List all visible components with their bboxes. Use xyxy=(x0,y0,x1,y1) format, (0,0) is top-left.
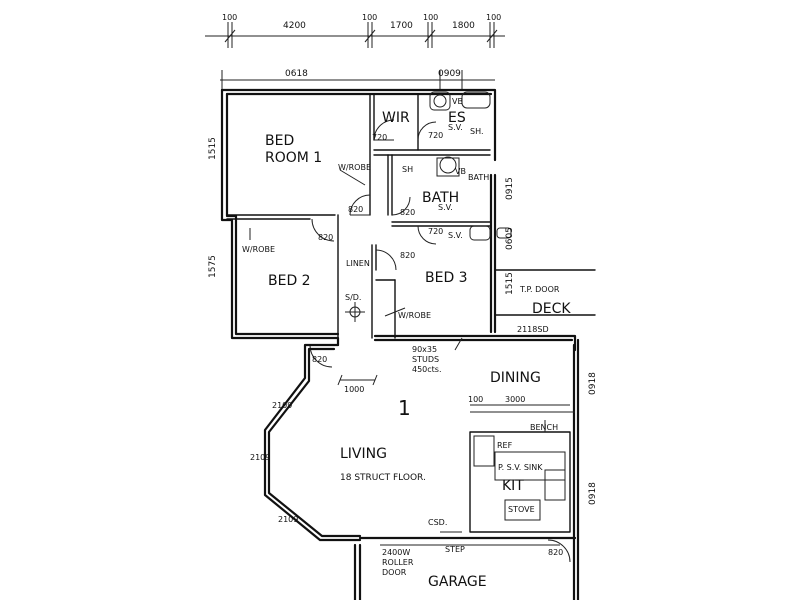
label-studs-3: 450cts. xyxy=(412,365,442,374)
door-label-820-garage: 820 xyxy=(548,548,563,557)
room-label-living: LIVING xyxy=(340,446,387,462)
label-bath-right: BATH xyxy=(468,173,489,182)
side-dim-bed1: 1515 xyxy=(208,137,218,160)
kitchen-benches xyxy=(469,411,575,533)
room-label-bed1-line1: BED xyxy=(265,133,294,149)
dim-label-100-c: 100 xyxy=(423,13,438,22)
label-bench: BENCH xyxy=(530,423,558,432)
door-label-720-wir: 720 xyxy=(372,133,387,142)
label-sv-es: S.V. xyxy=(448,123,463,132)
room-label-garage: GARAGE xyxy=(428,574,487,590)
upper-dimension-line xyxy=(220,70,495,90)
door-label-820-bed3: 820 xyxy=(400,251,415,260)
upper-dim-0909: 0909 xyxy=(438,69,461,79)
side-dim-dining: 0918 xyxy=(588,372,598,395)
dim-label-2109-c: 2109 xyxy=(278,515,298,524)
room-label-deck: DECK xyxy=(532,301,571,317)
door-label-820-bed2: 820 xyxy=(318,233,333,242)
deck-outline xyxy=(494,269,596,316)
label-garage-door-1: 2400W xyxy=(382,548,410,557)
side-dim-kitchen: 0918 xyxy=(588,482,598,505)
label-living-floor: 18 STRUCT FLOOR. xyxy=(340,473,426,483)
label-step: STEP xyxy=(445,545,465,554)
dim-label-100-b: 100 xyxy=(362,13,377,22)
label-ref: REF xyxy=(497,441,513,450)
door-label-820-living: 820 xyxy=(312,355,327,364)
room-label-es: ES xyxy=(448,110,466,126)
label-csd: CSD. xyxy=(428,518,447,527)
label-tp-door: T.P. DOOR xyxy=(519,285,560,294)
side-dim-bed2: 1575 xyxy=(208,255,218,278)
annotation-arrows xyxy=(249,169,546,533)
exterior-walls xyxy=(220,88,580,600)
side-dim-bath-right: 0915 xyxy=(505,177,515,200)
dim-label-3000: 3000 xyxy=(505,395,525,404)
label-vb-bath: VB xyxy=(455,167,466,176)
room-label-bed2: BED 2 xyxy=(268,273,311,289)
living-walls xyxy=(263,343,577,542)
label-sv-bath: S.V. xyxy=(438,203,453,212)
unit-number: 1 xyxy=(398,396,411,420)
door-label-820-bath: 820 xyxy=(400,208,415,217)
dim-label-1000: 1000 xyxy=(344,385,364,394)
label-smoke-detector: S/D. xyxy=(345,293,361,302)
top-dimension-line xyxy=(205,22,505,48)
room-label-dining: DINING xyxy=(490,370,541,386)
dim-label-2109-a: 2109 xyxy=(272,401,292,410)
label-sh-es: SH. xyxy=(470,127,484,136)
label-studs-2: STUDS xyxy=(412,355,439,364)
side-dim-right-a: 0605 xyxy=(505,227,515,250)
dim-label-1700: 1700 xyxy=(390,21,413,31)
label-garage-door-3: DOOR xyxy=(382,568,407,577)
label-psv-sink: P. S.V. SINK xyxy=(498,463,543,472)
label-vb-es: VB xyxy=(452,97,463,106)
dim-label-1800: 1800 xyxy=(452,21,475,31)
fixtures xyxy=(345,91,512,322)
dim-label-100-kit: 100 xyxy=(468,395,483,404)
door-label-720-bath: 720 xyxy=(428,227,443,236)
room-label-bath: BATH xyxy=(422,190,459,206)
label-wrobe-bed3: W/ROBE xyxy=(398,311,431,320)
upper-dim-0618: 0618 xyxy=(285,69,308,79)
room-label-kit: KIT xyxy=(502,478,524,494)
door-label-720-es: 720 xyxy=(428,131,443,140)
label-sliding-door: 2118SD xyxy=(517,325,549,334)
garage-walls xyxy=(353,543,560,600)
label-wrobe-bed2: W/ROBE xyxy=(242,245,275,254)
dimension-ticks xyxy=(337,374,570,406)
dim-label-4200: 4200 xyxy=(283,21,306,31)
room-label-wir: WIR xyxy=(382,110,410,126)
side-dim-right-b: 1515 xyxy=(505,272,515,295)
room-label-bed3: BED 3 xyxy=(425,270,468,286)
label-stove: STOVE xyxy=(508,505,535,514)
label-sv-bath2: S.V. xyxy=(448,231,463,240)
label-sh-bath: SH xyxy=(402,165,413,174)
dim-label-100-d: 100 xyxy=(486,13,501,22)
room-label-bed1-line2: ROOM 1 xyxy=(265,150,322,166)
label-linen: LINEN xyxy=(346,259,370,268)
dim-label-100-a: 100 xyxy=(222,13,237,22)
label-garage-door-2: ROLLER xyxy=(382,558,414,567)
door-label-820-bed1: 820 xyxy=(348,205,363,214)
label-wrobe-bed1: W/ROBE xyxy=(338,163,371,172)
label-studs-1: 90x35 xyxy=(412,345,437,354)
dim-label-2109-b: 2109 xyxy=(250,453,270,462)
